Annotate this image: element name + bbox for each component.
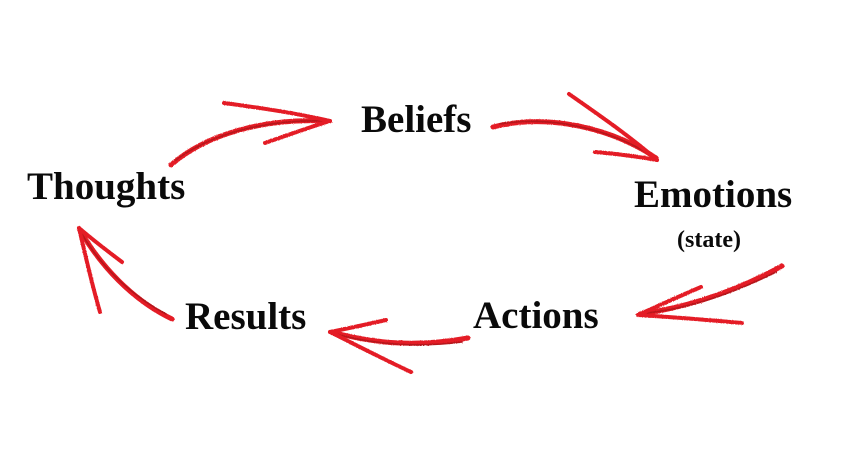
arrow-beliefs-to-emotions bbox=[490, 92, 659, 162]
arrow-thoughts-to-beliefs bbox=[168, 101, 332, 168]
arrow-emotions-to-actions bbox=[636, 263, 785, 325]
node-beliefs: Beliefs bbox=[361, 98, 472, 141]
node-actions: Actions bbox=[473, 294, 599, 337]
node-emotions: Emotions bbox=[634, 173, 793, 216]
node-results: Results bbox=[185, 295, 307, 338]
arrow-results-to-thoughts bbox=[77, 226, 175, 322]
node-thoughts: Thoughts bbox=[27, 165, 186, 208]
node-emotions-note: (state) bbox=[677, 227, 741, 253]
arrow-actions-to-results bbox=[328, 318, 471, 374]
